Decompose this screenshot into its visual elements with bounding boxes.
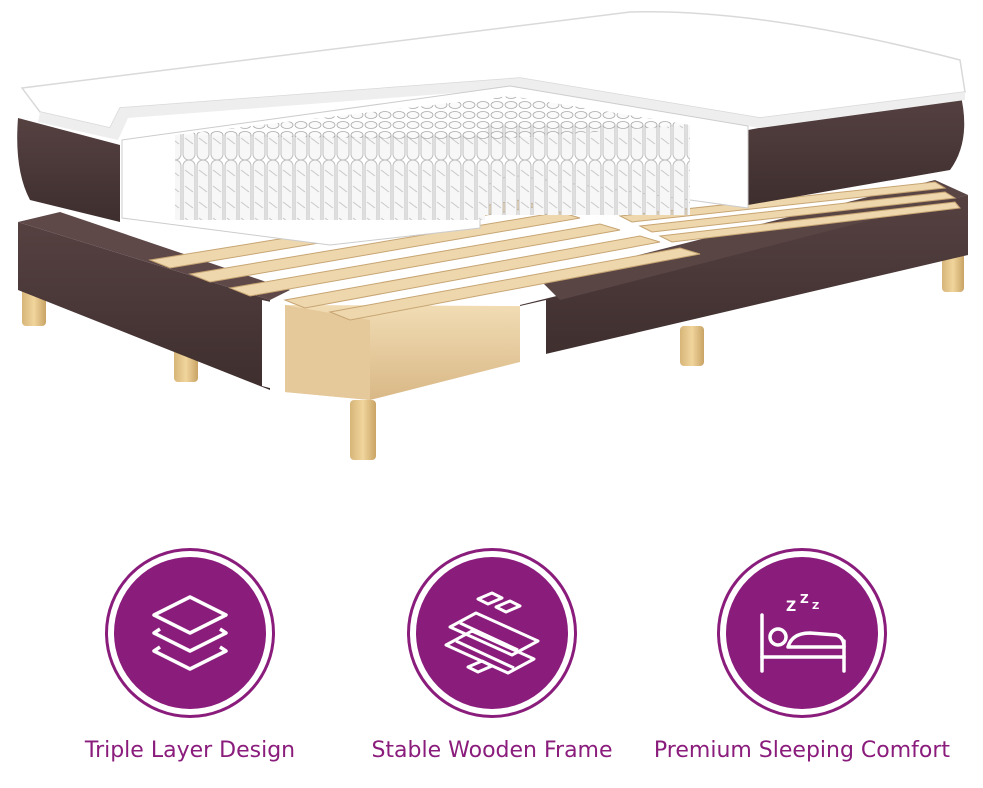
spring-tops — [175, 96, 690, 140]
pocket-springs — [175, 135, 485, 220]
feature-label: Stable Wooden Frame — [371, 738, 613, 763]
mattress-base — [17, 118, 121, 222]
feature-badge — [105, 548, 275, 718]
base-left-side — [18, 222, 270, 390]
feature-badge — [407, 548, 577, 718]
base-top-right — [540, 180, 968, 300]
layers-icon — [152, 595, 228, 671]
feature-wooden-frame: Stable Wooden Frame — [342, 548, 642, 778]
sleeping-bed-icon: Z Z Z — [760, 592, 846, 673]
mattress-base — [748, 92, 965, 205]
bed-leg — [350, 400, 376, 460]
bed-leg — [680, 326, 704, 366]
feature-badge: Z Z Z — [717, 548, 887, 718]
feature-label: Triple Layer Design — [84, 738, 296, 763]
cut-edge — [262, 300, 285, 392]
feature-triple-layer: Triple Layer Design — [40, 548, 340, 778]
base-interior-side — [285, 305, 370, 400]
topper-edge — [38, 78, 965, 140]
bed-illustration — [17, 10, 968, 460]
wooden-slats-icon — [444, 591, 540, 675]
svg-text:Z: Z — [786, 599, 796, 615]
svg-text:Z: Z — [800, 592, 809, 606]
feature-label: Premium Sleeping Comfort — [653, 738, 951, 763]
feature-sleeping-comfort: Z Z Z Premium Sleeping Comfort — [652, 548, 952, 778]
svg-text:Z: Z — [812, 601, 819, 612]
cut-edge — [520, 300, 546, 362]
base-front-right — [520, 195, 968, 360]
pocket-springs — [485, 125, 690, 215]
bed-leg — [942, 250, 964, 292]
